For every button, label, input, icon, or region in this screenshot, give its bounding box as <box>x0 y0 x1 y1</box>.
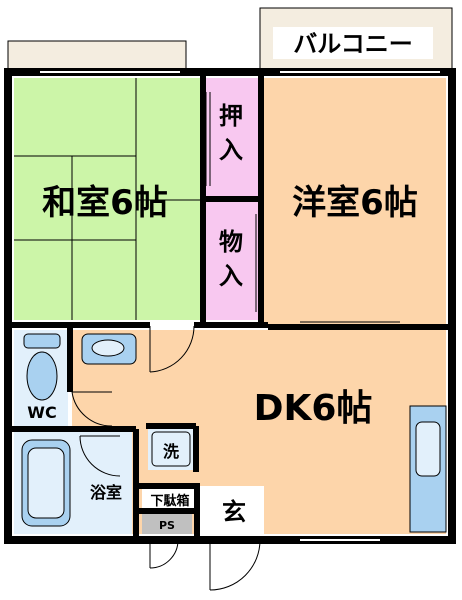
sink-basin <box>91 339 125 357</box>
dk-label: DK6帖 <box>254 388 373 429</box>
oshiire-floor <box>206 78 258 196</box>
ps-floor <box>142 512 192 534</box>
bathtub-inner <box>27 447 65 519</box>
balcony-label-box <box>273 27 433 59</box>
oshiire-label: 押入 <box>219 102 243 164</box>
wc-label: WC <box>27 403 56 422</box>
window-marks <box>40 71 440 541</box>
interior-walls <box>10 72 448 536</box>
monoire-label: 物入 <box>219 228 243 290</box>
balcony-left <box>7 40 187 73</box>
yoshitsu-label: 洋室6帖 <box>292 183 418 223</box>
washitsu-label: 和室6帖 <box>42 183 168 223</box>
washitsu-floor <box>14 78 202 320</box>
balcony-label: バルコニー <box>293 30 413 58</box>
fixtures <box>21 333 447 533</box>
kitchen-sink <box>415 421 441 477</box>
shoebox-label: 下駄箱 <box>150 493 189 509</box>
entrance-label: 玄 <box>222 498 246 526</box>
laundry-label: 洗 <box>163 442 179 461</box>
door-swings <box>71 325 261 591</box>
washer-pan <box>151 431 191 467</box>
toilet-bowl <box>26 351 58 401</box>
tatami-lines <box>14 78 202 320</box>
closet-doors <box>100 73 420 327</box>
toilet-tank <box>23 333 61 349</box>
shoebox-floor <box>142 488 196 510</box>
yoshitsu-floor <box>264 78 446 324</box>
monoire-floor <box>206 202 258 320</box>
bath-label: 浴室 <box>90 483 122 502</box>
entrance-floor <box>200 486 264 534</box>
ps-label: PS <box>159 519 175 532</box>
